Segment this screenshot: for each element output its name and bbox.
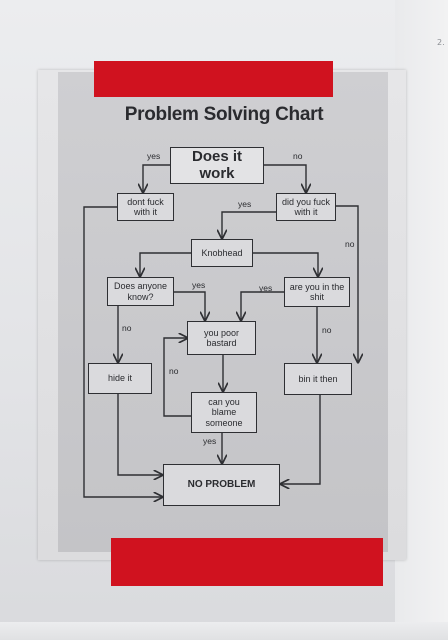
node-did-you-fuck-with-it: did you fuck with it	[276, 193, 336, 221]
label-yes-fuck: yes	[238, 199, 252, 209]
edge-shit-yes	[241, 291, 284, 320]
page-mark: 2.	[437, 38, 445, 47]
edge-hide-noproblem	[117, 394, 162, 475]
edge-knob-shit	[253, 252, 318, 276]
label-yes-blame: yes	[203, 436, 217, 446]
node-bin-it-then: bin it then	[284, 363, 352, 395]
chart-title: Problem Solving Chart	[124, 104, 324, 125]
edge-bin-noproblem	[281, 395, 321, 484]
node-you-poor-bastard: you poor bastard	[187, 321, 256, 355]
edge-knob-know	[140, 252, 191, 276]
label-no-blame: no	[169, 366, 179, 376]
edge-work-yes	[143, 164, 170, 192]
node-does-anyone-know: Does anyone know?	[107, 277, 174, 306]
node-does-it-work: Does it work	[170, 147, 264, 184]
red-tape-bottom	[111, 538, 383, 586]
label-no-shit: no	[322, 325, 332, 335]
label-no-know: no	[122, 323, 132, 333]
edge-know-yes	[174, 291, 205, 320]
node-hide-it: hide it	[88, 363, 152, 394]
label-yes-work: yes	[147, 151, 161, 161]
node-are-you-in-the-shit: are you in the shit	[284, 277, 350, 307]
node-can-you-blame-someone: can you blame someone	[191, 392, 257, 433]
label-no-fuck: no	[345, 239, 355, 249]
cropped-caption-strip	[0, 622, 448, 640]
label-yes-know: yes	[192, 280, 206, 290]
edge-fuck-no	[336, 205, 358, 362]
node-dont-fuck-with-it: dont fuck with it	[117, 193, 174, 221]
edge-fuck-yes	[222, 211, 276, 238]
edge-blame-no	[163, 338, 191, 417]
edge-work-no	[264, 164, 306, 192]
red-tape-top	[94, 61, 333, 97]
node-no-problem: NO PROBLEM	[163, 464, 280, 506]
label-yes-shit: yes	[259, 283, 273, 293]
edge-dontfuck-noproblem	[83, 206, 162, 497]
node-knobhead: Knobhead	[191, 239, 253, 267]
label-no-work: no	[293, 151, 303, 161]
